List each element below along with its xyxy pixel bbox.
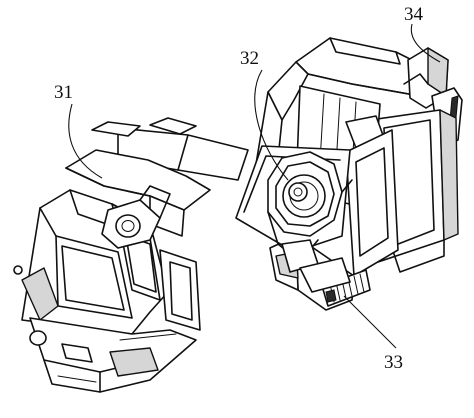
callout-31: 31 — [54, 82, 103, 179]
callout-34: 34 — [404, 4, 441, 63]
label-34: 34 — [404, 4, 424, 25]
label-31: 31 — [54, 82, 73, 103]
left-switch-assembly — [13, 117, 249, 393]
label-32: 32 — [240, 48, 259, 69]
callout-33: 33 — [343, 295, 403, 373]
callout-32: 32 — [240, 48, 289, 181]
label-33: 33 — [384, 352, 403, 373]
right-switch-assembly — [235, 37, 463, 311]
